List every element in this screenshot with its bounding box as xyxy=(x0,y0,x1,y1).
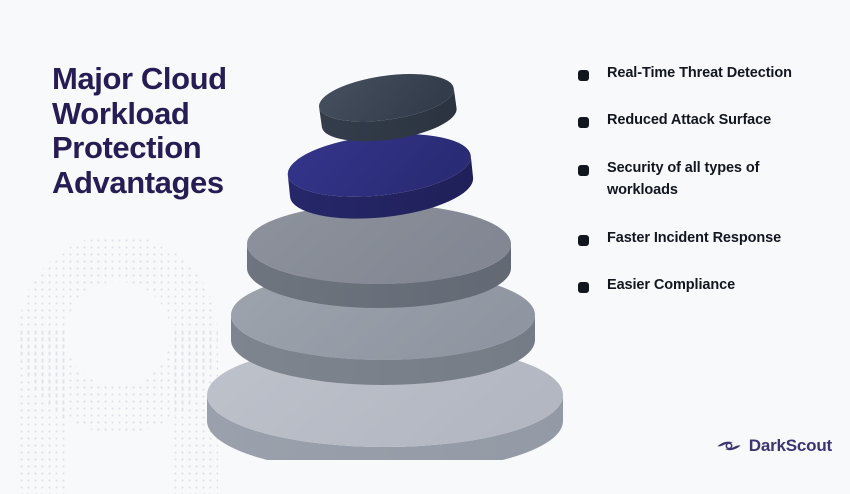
list-item: Easier Compliance xyxy=(578,274,828,296)
brand-logo-text: DarkScout xyxy=(748,436,832,455)
square-bullet-icon xyxy=(578,70,589,81)
square-bullet-icon xyxy=(578,234,589,246)
stacked-spiral-discs-graphic xyxy=(185,40,585,460)
list-item: Real-Time Threat Detection xyxy=(578,62,828,84)
disc-3 xyxy=(247,204,511,308)
list-item-label: Real-Time Threat Detection xyxy=(607,65,792,81)
page-title: Major Cloud Workload Protection Advantag… xyxy=(52,61,227,201)
square-bullet-icon xyxy=(578,117,589,129)
benefits-list: Real-Time Threat Detection Reduced Attac… xyxy=(578,62,828,297)
list-item-label: Reduced Attack Surface xyxy=(607,112,772,129)
square-bullet-icon xyxy=(578,282,589,294)
list-item: Faster Incident Response xyxy=(578,227,828,249)
square-bullet-icon xyxy=(578,164,589,176)
brand-logo: DarkScout xyxy=(716,436,832,456)
list-item: Reduced Attack Surface xyxy=(578,109,828,131)
eye-scout-icon xyxy=(717,441,741,451)
list-item-label: Easier Compliance xyxy=(607,277,736,294)
disc-1 xyxy=(319,74,457,142)
list-item-label: Security of all types of workloads xyxy=(607,159,760,199)
list-item-label: Faster Incident Response xyxy=(607,229,782,246)
list-item: Security of all types of workloads xyxy=(578,157,828,202)
disc-2 xyxy=(287,134,474,219)
